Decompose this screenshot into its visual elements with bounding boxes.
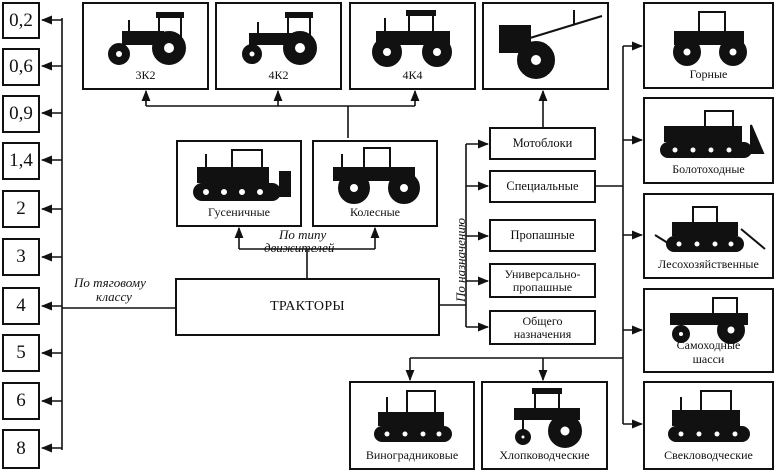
label-universal-line2: пропашные <box>512 280 573 294</box>
box-cotton: Хлопководческие <box>481 381 608 470</box>
tractor-3k2-icon <box>108 12 186 65</box>
label-3k2: 3К2 <box>135 68 156 82</box>
label-motoblocks: Мотоблоки <box>512 136 573 150</box>
label-beet: Свекловодческие <box>664 448 753 462</box>
label-4k4: 4К4 <box>402 68 423 82</box>
box-forestry: Лесохозяйственные <box>643 193 774 279</box>
swamp-tractor-icon <box>660 110 765 158</box>
tractors-center-box: ТРАКТОРЫ <box>175 278 440 336</box>
box-beet: Свекловодческие <box>643 381 774 470</box>
label-cotton: Хлопководческие <box>499 448 590 462</box>
traction-class-box: 8 <box>2 429 40 469</box>
center-label: ТРАКТОРЫ <box>270 299 345 314</box>
wheeled-tractor-icon <box>333 147 420 204</box>
box-motoblock-picture <box>482 2 609 90</box>
label-universal-line1: Универсально- <box>504 267 581 281</box>
box-4k2: 4К2 <box>215 2 342 90</box>
label-tracked: Гусеничные <box>208 205 270 219</box>
forestry-tractor-icon <box>654 206 766 252</box>
propulsion-axis-label-line2: движителей <box>264 240 335 255</box>
box-special: Специальные <box>489 170 596 203</box>
mountain-tractor-icon <box>673 11 747 66</box>
label-mountain: Горные <box>689 67 728 81</box>
purpose-axis-label: По назначению <box>453 217 468 302</box>
box-mountain: Горные <box>643 2 774 89</box>
label-chassis-line1: Самоходные <box>676 338 741 352</box>
self-propelled-chassis-icon <box>670 297 748 344</box>
propulsion-axis-label-line1: По типу <box>279 227 327 242</box>
box-tracked: Гусеничные <box>176 140 302 227</box>
traction-class-box: 0,6 <box>2 48 40 86</box>
traction-class-box: 1,4 <box>2 142 40 180</box>
label-general-line2: назначения <box>513 327 572 341</box>
traction-axis-label-line2: классу <box>96 289 132 304</box>
box-general: Общего назначения <box>489 310 596 345</box>
box-vineyard: Виноградниковые <box>349 381 475 470</box>
label-chassis-line2: шасси <box>692 352 725 366</box>
tractor-4k4-icon <box>372 10 452 67</box>
label-vineyard: Виноградниковые <box>365 448 459 462</box>
label-general-line1: Общего <box>522 314 563 328</box>
traction-class-box: 0,2 <box>2 2 40 39</box>
traction-class-box: 2 <box>2 190 40 228</box>
box-4k4: 4К4 <box>349 2 476 90</box>
label-row-crop: Пропашные <box>510 228 575 242</box>
traction-class-box: 5 <box>2 334 40 372</box>
box-row-crop: Пропашные <box>489 219 596 252</box>
traction-class-box: 0,9 <box>2 95 40 133</box>
box-swamp: Болотоходные <box>643 97 774 184</box>
tractor-4k2-icon <box>242 12 317 65</box>
traction-class-box: 4 <box>2 287 40 325</box>
box-motoblocks: Мотоблоки <box>489 127 596 160</box>
tracked-tractor-icon <box>193 149 291 201</box>
label-wheeled: Колесные <box>350 205 400 219</box>
vineyard-tractor-icon <box>374 390 452 442</box>
traction-axis-label-line1: По тяговому <box>74 275 146 290</box>
label-4k2: 4К2 <box>268 68 289 82</box>
box-wheeled: Колесные <box>312 140 438 227</box>
box-chassis: Самоходные шасси <box>643 288 774 373</box>
label-swamp: Болотоходные <box>672 162 745 176</box>
motoblock-icon <box>499 10 603 79</box>
label-forestry: Лесохозяйственные <box>658 257 759 271</box>
beet-tractor-icon <box>668 390 750 442</box>
box-universal: Универсально- пропашные <box>489 263 596 298</box>
cotton-tractor-icon <box>514 388 582 448</box>
traction-class-box: 3 <box>2 238 40 276</box>
box-3k2: 3К2 <box>82 2 209 90</box>
traction-class-box: 6 <box>2 382 40 420</box>
label-special: Специальные <box>506 179 579 193</box>
